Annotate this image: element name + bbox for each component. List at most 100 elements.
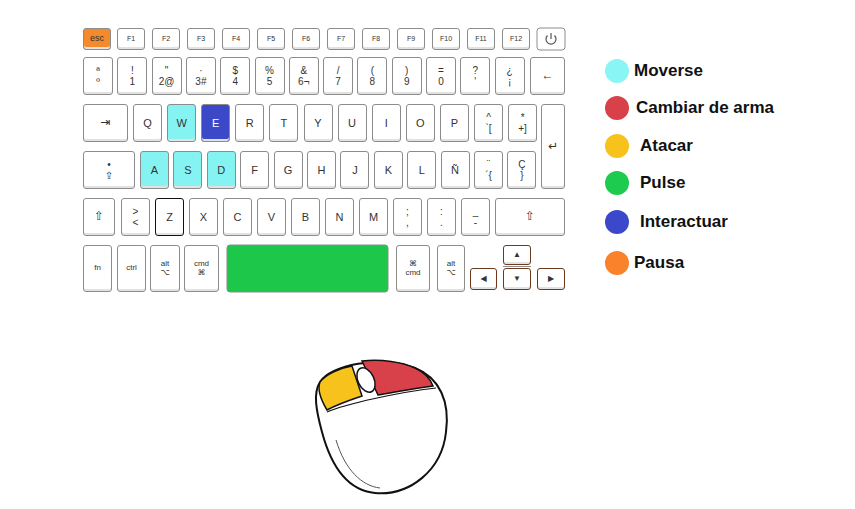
keyboard-key: Y bbox=[304, 104, 333, 142]
key-label: L bbox=[419, 164, 425, 176]
keyboard-key: cmd⌘ bbox=[184, 245, 219, 292]
keyboard-key: >< bbox=[121, 198, 150, 236]
keyboard-key: F2 bbox=[152, 28, 180, 50]
key-label: ´{ bbox=[485, 170, 492, 181]
key-label: alt bbox=[161, 260, 169, 269]
keyboard-key: =0 bbox=[426, 57, 456, 95]
key-label: W bbox=[176, 117, 186, 129]
keyboard-key: ·3# bbox=[186, 57, 216, 95]
key-label: +] bbox=[518, 123, 527, 134]
keyboard-key: ¨´{ bbox=[474, 151, 503, 189]
keyboard-key: F10 bbox=[432, 28, 460, 50]
key-label: O bbox=[416, 117, 425, 129]
key-label: X bbox=[200, 211, 207, 223]
key-label: F bbox=[251, 164, 258, 176]
key-label: ¿ bbox=[507, 65, 513, 76]
keyboard-key: B bbox=[291, 198, 320, 236]
key-label: ) bbox=[405, 65, 408, 76]
keyboard-key: W bbox=[167, 104, 196, 142]
key-label: H bbox=[318, 164, 326, 176]
key-label: K bbox=[385, 164, 392, 176]
key-label: & bbox=[300, 65, 307, 76]
keyboard-key: F4 bbox=[222, 28, 250, 50]
keyboard-key: esc bbox=[83, 28, 111, 50]
keyboard-key: E bbox=[201, 104, 230, 142]
legend-swatch bbox=[605, 59, 629, 83]
key-label: Ñ bbox=[451, 164, 459, 176]
keyboard-key: &6¬ bbox=[289, 57, 319, 95]
key-label: / bbox=[337, 65, 340, 76]
key-label: C bbox=[234, 211, 242, 223]
keyboard-key: ⇥ bbox=[83, 104, 128, 142]
key-label: ( bbox=[371, 65, 374, 76]
power-icon bbox=[550, 33, 551, 39]
keyboard-key: F6 bbox=[292, 28, 320, 50]
key-label: A bbox=[151, 164, 158, 176]
key-label: 6¬ bbox=[298, 76, 309, 87]
key-label: ▲ bbox=[513, 251, 521, 260]
keyboard-key: _- bbox=[461, 198, 490, 236]
key-label: R bbox=[246, 117, 254, 129]
key-label: B bbox=[302, 211, 309, 223]
key-label: ' bbox=[474, 76, 476, 87]
key-label: ▼ bbox=[513, 275, 521, 284]
key-label: D bbox=[217, 164, 225, 176]
keyboard-key: S bbox=[173, 151, 202, 189]
key-label: : bbox=[440, 206, 443, 217]
keyboard-key: F9 bbox=[397, 28, 425, 50]
key-label: ⇧ bbox=[525, 210, 535, 223]
key-label: ? bbox=[473, 65, 479, 76]
keyboard-key: ;, bbox=[393, 198, 422, 236]
key-label: V bbox=[268, 211, 275, 223]
key-label: • bbox=[107, 159, 111, 170]
key-label: " bbox=[165, 65, 169, 76]
key-label: _ bbox=[473, 206, 479, 217]
key-label: F12 bbox=[510, 35, 522, 43]
key-label: alt bbox=[447, 260, 455, 269]
key-label: 1 bbox=[130, 76, 136, 87]
arrow-divider bbox=[503, 266, 531, 267]
key-label: F9 bbox=[407, 35, 415, 43]
key-label: Z bbox=[166, 211, 173, 223]
key-label: T bbox=[281, 117, 288, 129]
key-label: ⇥ bbox=[100, 116, 110, 129]
keyboard-key: "2@ bbox=[152, 57, 182, 95]
keyboard-key: H bbox=[307, 151, 336, 189]
keyboard-key: $4 bbox=[220, 57, 250, 95]
key-label: ctrl bbox=[126, 264, 137, 273]
legend-swatch bbox=[605, 134, 629, 158]
legend-label: Cambiar de arma bbox=[636, 98, 774, 118]
key-label: ^ bbox=[486, 112, 491, 123]
key-label: 4 bbox=[232, 76, 238, 87]
key-label: 3# bbox=[195, 76, 206, 87]
keyboard-key: fn bbox=[83, 245, 112, 292]
key-label: S bbox=[184, 164, 191, 176]
legend-swatch bbox=[605, 171, 629, 195]
keyboard-key: F8 bbox=[362, 28, 390, 50]
space-key bbox=[227, 245, 388, 292]
keyboard-key: ªº bbox=[83, 57, 113, 95]
keyboard-key: ◀ bbox=[470, 268, 497, 290]
key-label: ⌘ bbox=[409, 260, 417, 269]
key-label: º bbox=[96, 76, 100, 87]
key-label: M bbox=[369, 211, 378, 223]
key-label: ⌥ bbox=[160, 269, 169, 278]
legend-label: Pausa bbox=[634, 253, 684, 273]
key-label: Y bbox=[314, 117, 321, 129]
key-label: - bbox=[474, 217, 477, 228]
key-label: Q bbox=[143, 117, 152, 129]
keyboard-key: F3 bbox=[187, 28, 215, 50]
key-label: F5 bbox=[267, 35, 275, 43]
keyboard-key: F5 bbox=[257, 28, 285, 50]
keyboard-key: ⇧ bbox=[83, 198, 115, 236]
key-label: E bbox=[212, 117, 219, 129]
keyboard-key: ▶ bbox=[537, 268, 565, 290]
keyboard-key: X bbox=[189, 198, 218, 236]
legend-swatch bbox=[605, 96, 629, 120]
keyboard-key: (8 bbox=[357, 57, 387, 95]
key-label: ! bbox=[131, 65, 134, 76]
mouse-wheel bbox=[353, 365, 378, 395]
legend-label: Interactuar bbox=[640, 212, 728, 232]
key-label: F8 bbox=[372, 35, 380, 43]
